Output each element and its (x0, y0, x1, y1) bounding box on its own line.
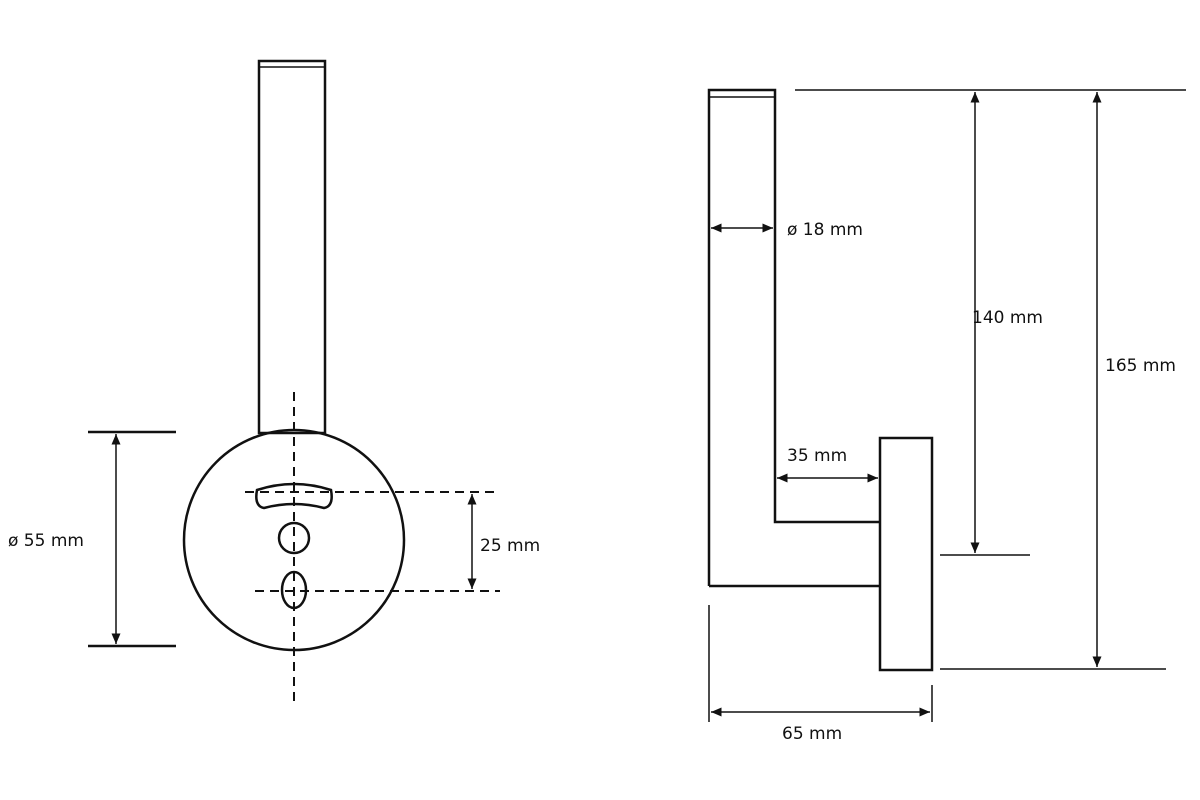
total-height-label: 165 mm (1105, 356, 1176, 376)
tube-diameter-label: ø 18 mm (787, 220, 863, 240)
projection-label: 35 mm (787, 446, 847, 466)
front-view: ø 55 mm 25 mm (8, 59, 540, 702)
wall-plate (878, 436, 934, 672)
diameter-label: ø 55 mm (8, 531, 84, 551)
mounting-slot (255, 482, 333, 510)
depth-label: 65 mm (782, 724, 842, 744)
screw-hole (277, 521, 311, 555)
hole-spacing-label: 25 mm (480, 536, 540, 556)
holder-profile (707, 88, 880, 586)
tube-front (257, 59, 327, 435)
inner-height-label: 140 mm (972, 308, 1043, 328)
side-view: ø 18 mm 35 mm 140 mm 165 mm 65 mm (707, 88, 1186, 744)
